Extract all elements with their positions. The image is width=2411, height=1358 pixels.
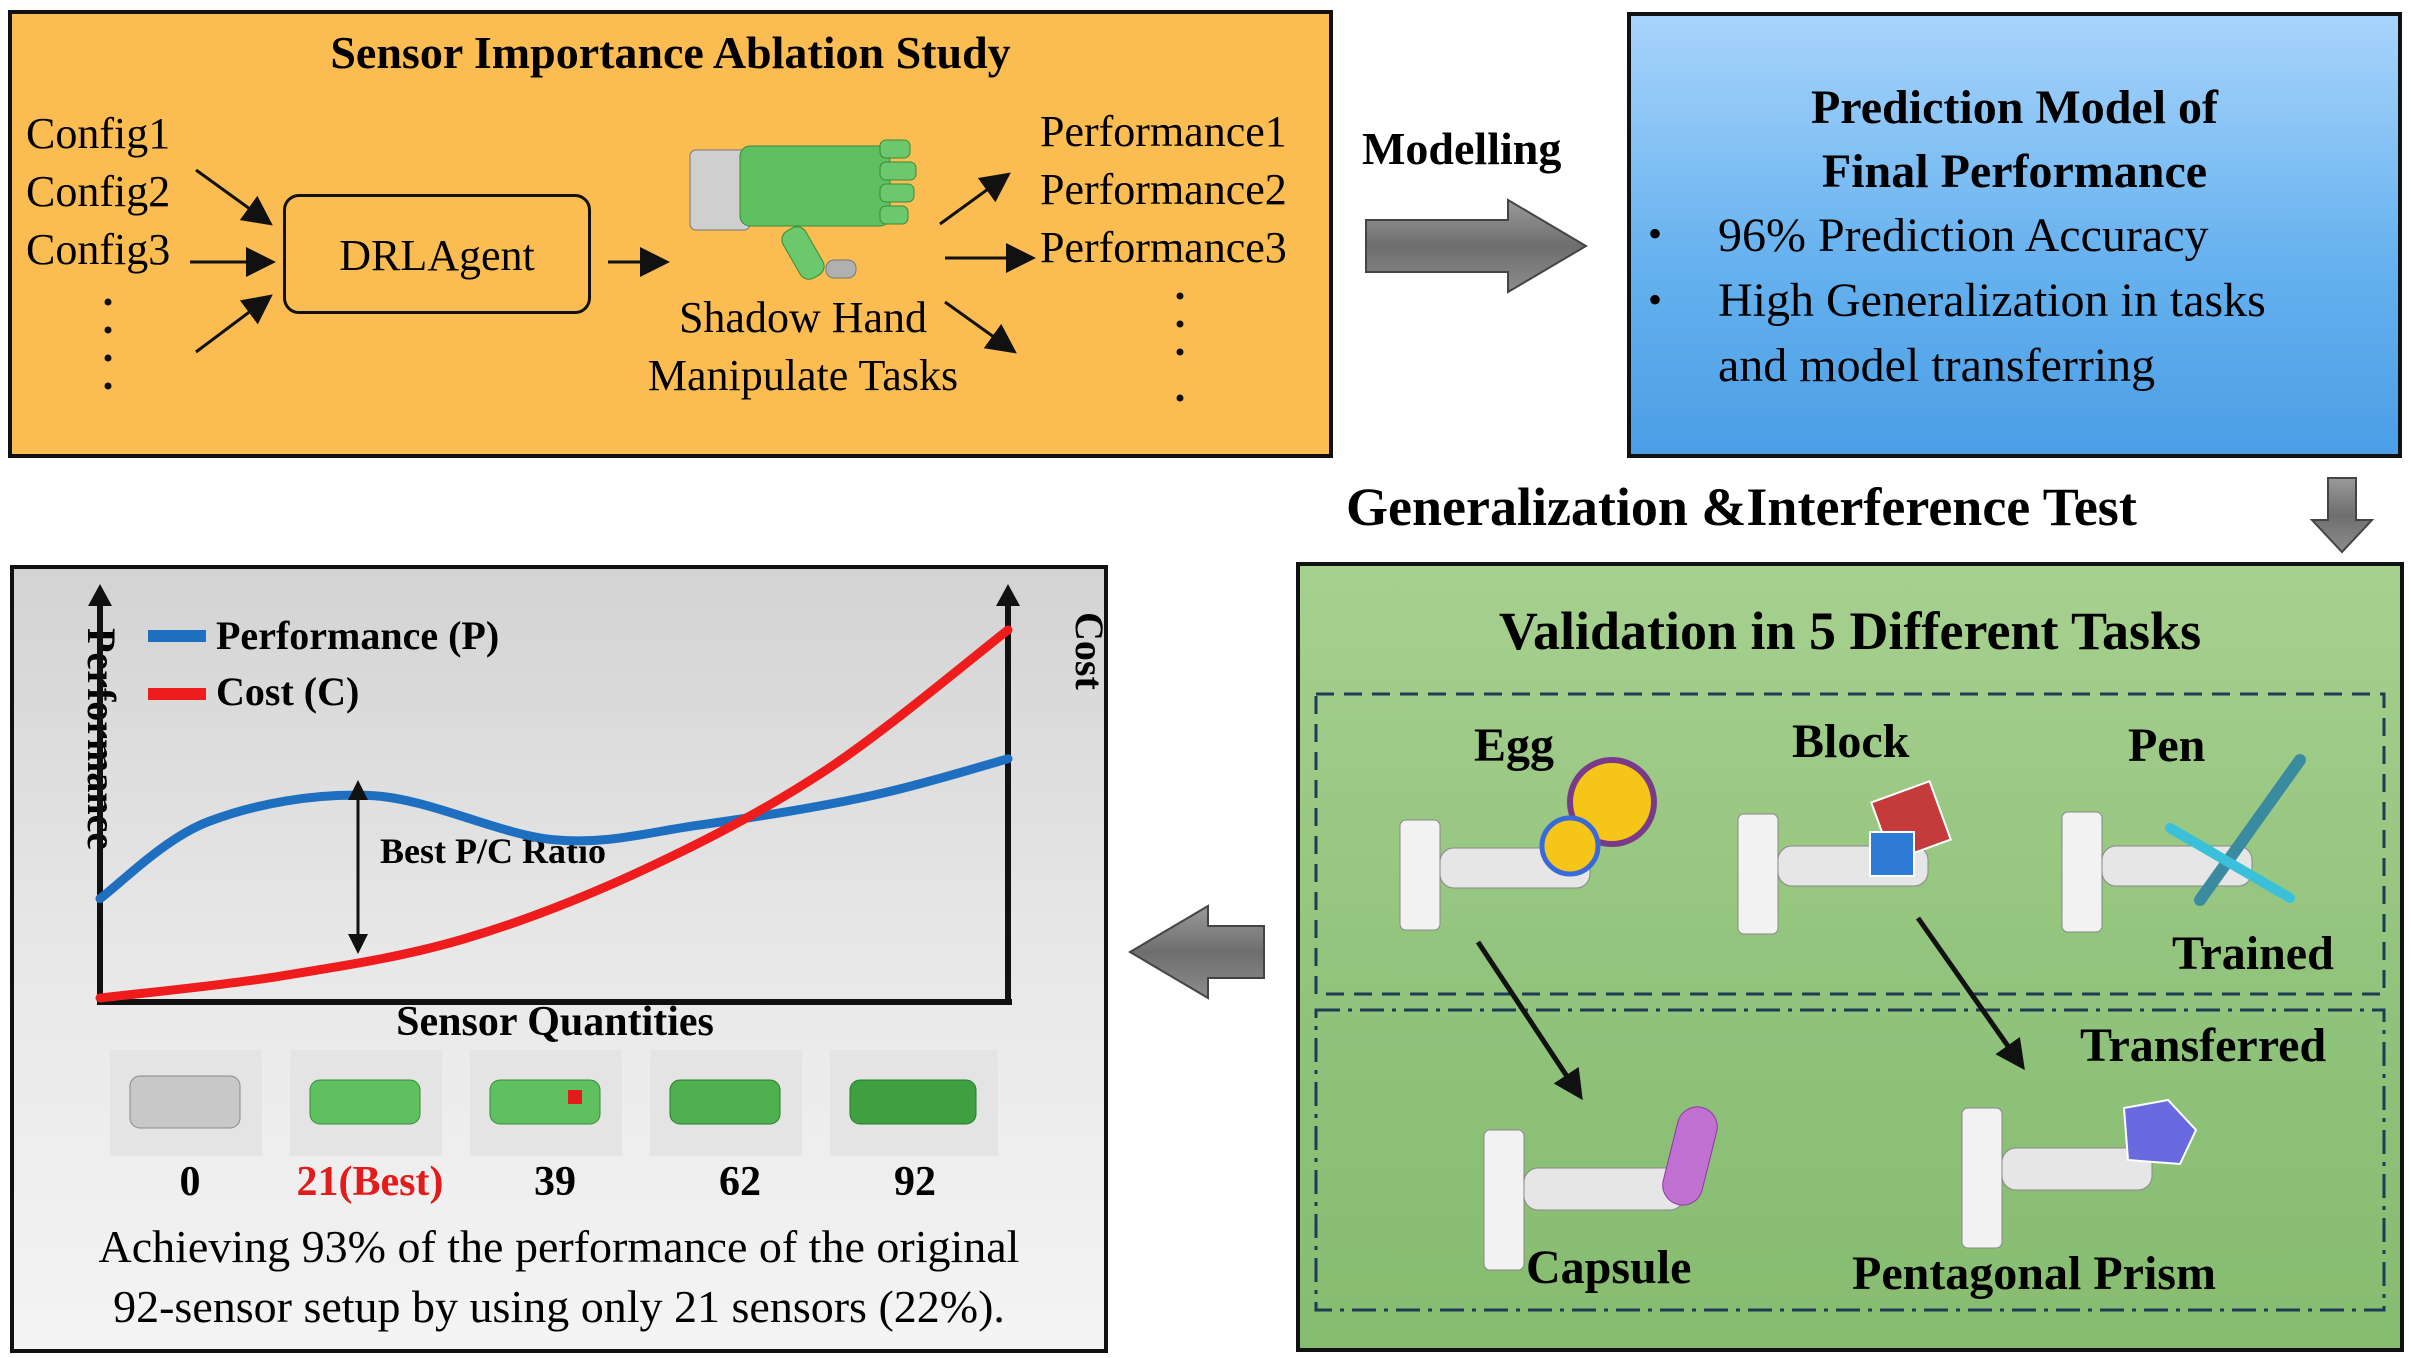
legend-cost-label: Cost (C) bbox=[216, 669, 360, 714]
drl-agent-box bbox=[283, 194, 591, 314]
sensor-thumb-39 bbox=[470, 1050, 622, 1156]
prediction-bullet-1: 96% Prediction Accuracy bbox=[1718, 209, 2209, 262]
thumb-label-0: 0 bbox=[179, 1159, 201, 1205]
egg-to-capsule-arrow bbox=[1475, 940, 1583, 1101]
capsule-task-image bbox=[1483, 1106, 1718, 1271]
summary-line-1: Achieving 93% of the performance of the … bbox=[98, 1221, 1020, 1272]
prediction-panel bbox=[1627, 12, 2402, 458]
transferred-label: Transferred bbox=[2080, 1019, 2327, 1072]
trained-box bbox=[1314, 692, 2386, 996]
performance-vertical-dots bbox=[1176, 292, 1184, 402]
chart-axes bbox=[97, 598, 1012, 1005]
thumb-label-92: 92 bbox=[894, 1159, 936, 1205]
validation-title: Validation in 5 Different Tasks bbox=[1498, 601, 2202, 661]
egg-task-image bbox=[1399, 757, 1657, 931]
transferred-box bbox=[1314, 1008, 2386, 1312]
thumb-label-21: 21(Best) bbox=[296, 1159, 444, 1205]
cost-series-line bbox=[95, 625, 1013, 1003]
task-pen-label: Pen bbox=[2128, 719, 2206, 772]
config-3: Config3 bbox=[26, 225, 171, 274]
hand-label-2: Manipulate Tasks bbox=[647, 351, 959, 400]
input-arrows bbox=[190, 168, 1036, 354]
drl-agent-label: DRLAgent bbox=[339, 231, 535, 280]
block-task-image bbox=[1737, 779, 1953, 935]
ablation-panel bbox=[8, 10, 1333, 458]
config-2: Config2 bbox=[26, 167, 171, 216]
pen-task-image bbox=[2061, 754, 2306, 933]
pentagonal-prism-task-image bbox=[1961, 1098, 2198, 1249]
performance-series-line bbox=[95, 754, 1013, 904]
down-arrow bbox=[2309, 477, 2375, 554]
block-to-prism-arrow bbox=[1915, 916, 2025, 1071]
sensor-thumb-92 bbox=[830, 1050, 998, 1156]
task-block-label: Block bbox=[1792, 715, 1910, 768]
config-vertical-dots bbox=[104, 298, 112, 390]
best-ratio-arrow bbox=[348, 780, 368, 954]
summary-line-2: 92-sensor setup by using only 21 sensors… bbox=[113, 1281, 1005, 1332]
prediction-bullet-2-line1: High Generalization in tasks bbox=[1718, 274, 2266, 327]
y-axis-arrowhead bbox=[88, 584, 112, 606]
prediction-bullet-2-line2: and model transferring bbox=[1718, 339, 2156, 392]
sensor-thumb-21 bbox=[290, 1050, 442, 1156]
trained-label: Trained bbox=[2172, 927, 2334, 980]
left-arrow bbox=[1128, 904, 1265, 1000]
bullet-2-dot: • bbox=[1648, 277, 1663, 322]
generalization-label: Generalization &Interference Test bbox=[1346, 477, 2137, 537]
modelling-arrow bbox=[1365, 198, 1588, 294]
sensor-thumb-0 bbox=[110, 1050, 262, 1156]
hand-label-1: Shadow Hand bbox=[678, 293, 928, 342]
ablation-title: Sensor Importance Ablation Study bbox=[330, 27, 1011, 78]
performance-2: Performance2 bbox=[1040, 165, 1287, 214]
prediction-title-2: Final Performance bbox=[1821, 145, 2208, 198]
bullet-1-dot: • bbox=[1648, 211, 1663, 256]
thumb-label-39: 39 bbox=[534, 1159, 576, 1205]
chart-xlabel: Sensor Quantities bbox=[396, 999, 714, 1045]
y2-axis-arrowhead bbox=[996, 584, 1020, 606]
performance-1: Performance1 bbox=[1040, 107, 1287, 156]
task-pentagonal-prism-label: Pentagonal Prism bbox=[1852, 1247, 2216, 1300]
modelling-label: Modelling bbox=[1362, 123, 1562, 174]
legend-performance-label: Performance (P) bbox=[216, 613, 500, 658]
task-egg-label: Egg bbox=[1474, 719, 1555, 772]
task-capsule-label: Capsule bbox=[1526, 1241, 1692, 1294]
performance-3: Performance3 bbox=[1040, 223, 1287, 272]
config-1: Config1 bbox=[26, 109, 171, 158]
thumb-label-62: 62 bbox=[719, 1159, 761, 1205]
sensor-thumb-62 bbox=[650, 1050, 802, 1156]
prediction-title-1: Prediction Model of bbox=[1810, 81, 2219, 134]
shadow-hand-image bbox=[689, 139, 917, 280]
